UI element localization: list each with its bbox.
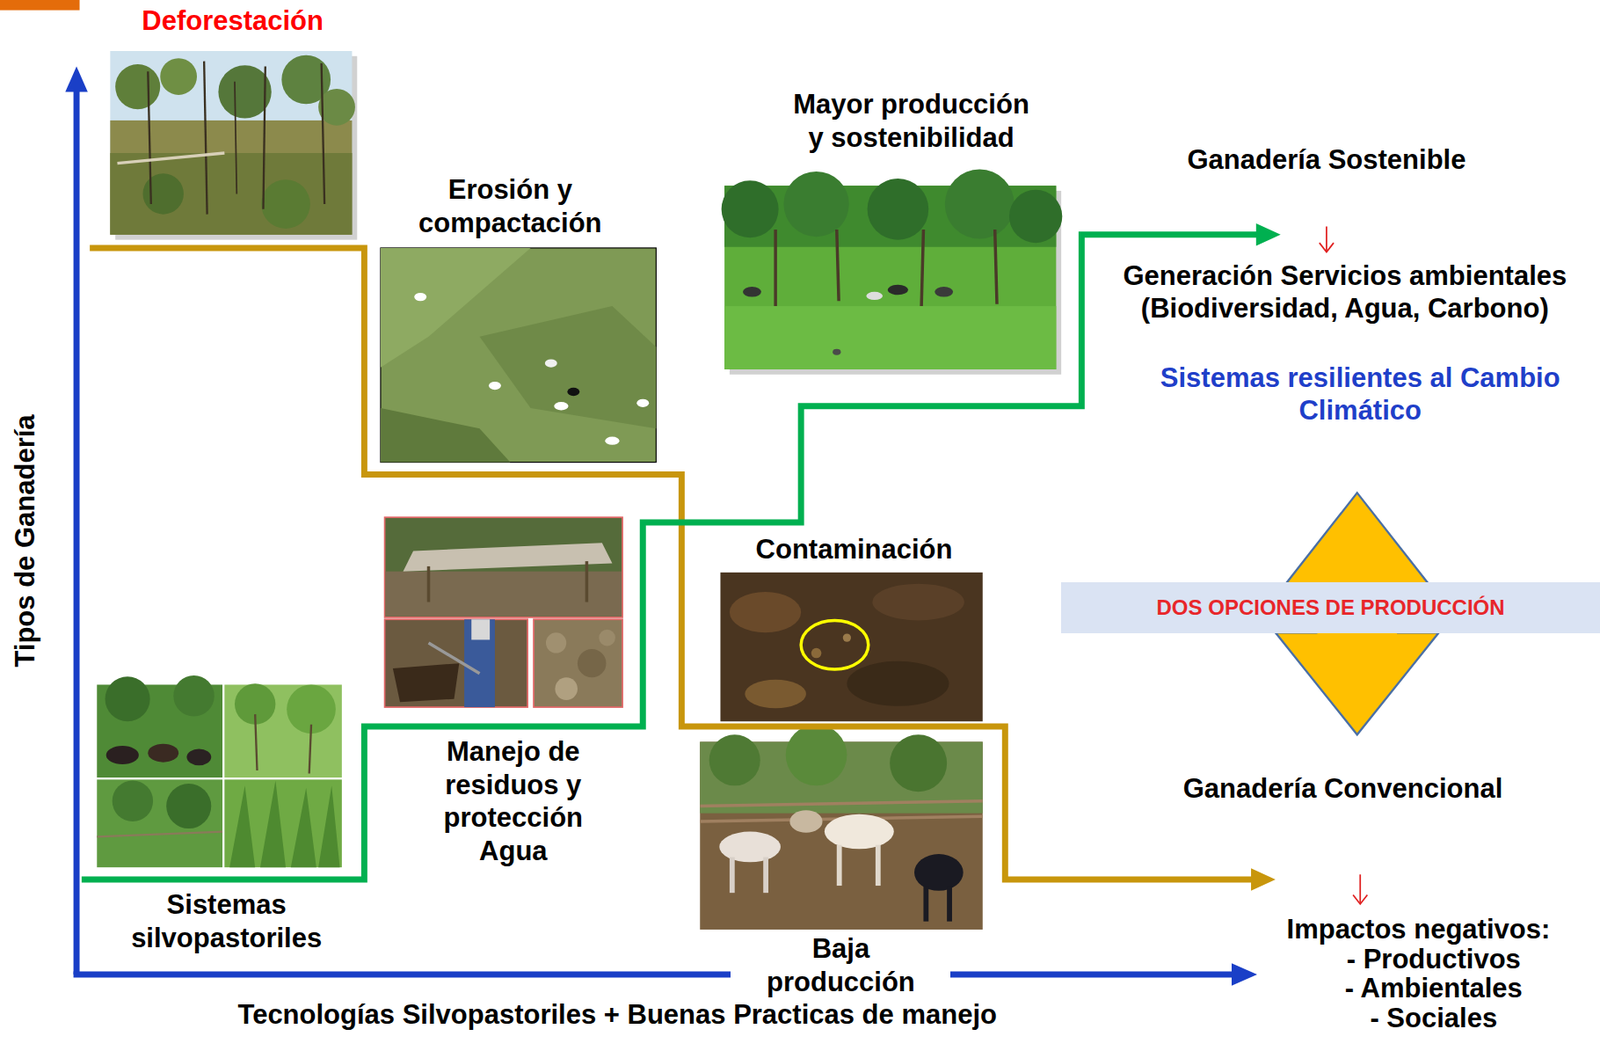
corner-mark [0, 0, 80, 11]
impacts-heading: Impactos negativos: [1287, 914, 1551, 945]
silvopastoral-caption: Sistemas silvopastoriles [116, 887, 337, 955]
silvopastoral-photos [96, 675, 342, 867]
impact-item: - Ambientales [1345, 973, 1523, 1004]
waste-management-photos [385, 516, 623, 707]
resilience-note: Sistemas resilientes al Cambio Climático [1144, 361, 1576, 427]
y-axis-title: Tipos de Ganadería [8, 414, 42, 668]
waste-caption: Manejo de residuos y protección Agua [422, 734, 604, 868]
erosion-caption: Erosión y compactación [404, 173, 616, 240]
sustainable-title: Ganadería Sostenible [1186, 143, 1466, 176]
deforestation-photo [109, 50, 357, 240]
node-text: Manejo de residuos y protección Agua [422, 734, 604, 868]
conventional-path [89, 247, 1276, 891]
node-text: Contaminación [740, 532, 969, 567]
contamination-photo [720, 572, 982, 721]
node-text: Erosión y compactación [404, 173, 616, 240]
low-production-caption: Baja producción [730, 931, 951, 999]
node-text: Baja producción [735, 931, 946, 999]
deforestation-caption: Deforestación [118, 4, 348, 38]
conventional-title: Ganadería Convencional [1183, 771, 1504, 805]
node-text: DOS OPCIONES DE PRODUCCIÓN [1156, 594, 1506, 620]
production-caption: Mayor producción y sostenibilidad [787, 87, 1036, 155]
node-text: Deforestación [118, 4, 348, 38]
silvopasture-photo [721, 169, 1063, 375]
x-axis-title: Tecnologías Silvopastoriles + Buenas Pra… [238, 997, 997, 1031]
sustainable-path [81, 223, 1281, 880]
axes [65, 65, 1258, 985]
options-band: DOS OPCIONES DE PRODUCCIÓN [1061, 581, 1600, 633]
corral-photo [699, 724, 983, 930]
node-text: Sistemas silvopastoriles [116, 887, 337, 955]
erosion-photo [380, 247, 656, 463]
impact-item: - Productivos [1346, 944, 1521, 975]
contamination-caption: Contaminación [740, 532, 969, 567]
impact-item: - Sociales [1369, 1003, 1498, 1033]
services-note: Generación Servicios ambientales (Biodiv… [1105, 259, 1585, 325]
node-text: Mayor producción y sostenibilidad [787, 87, 1036, 155]
